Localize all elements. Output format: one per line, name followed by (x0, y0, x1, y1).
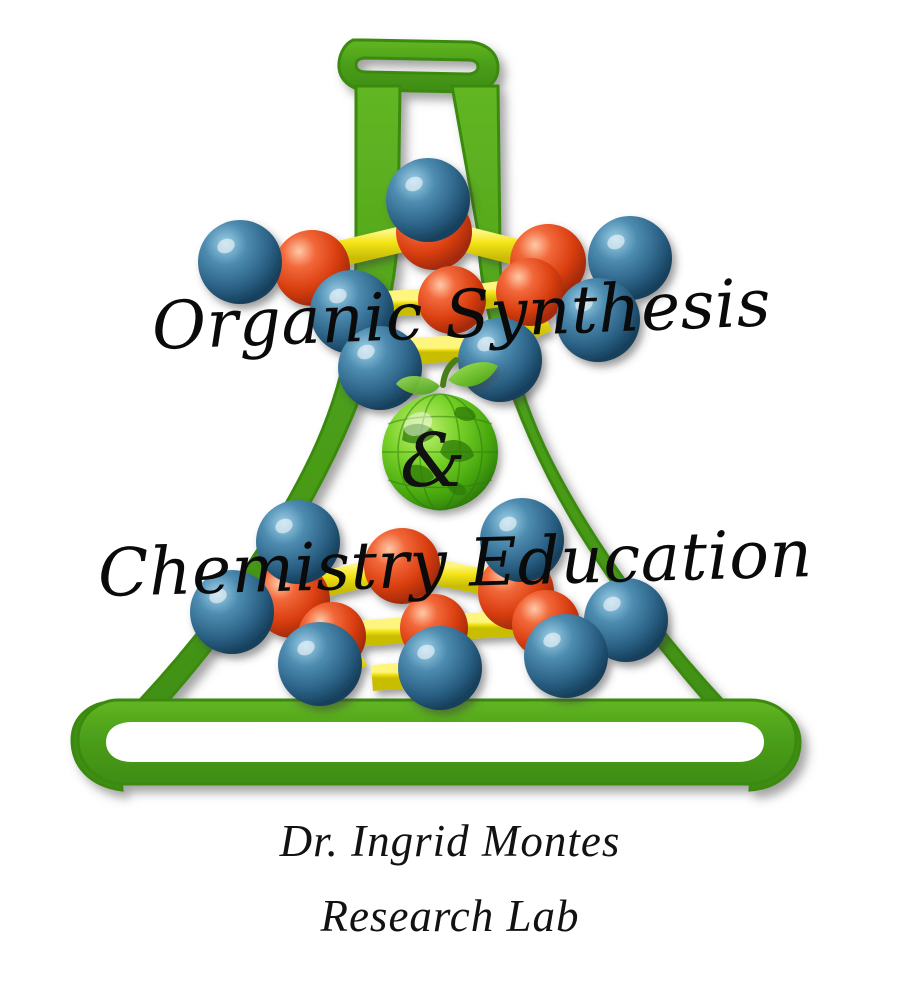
ampersand-symbol: & (400, 418, 467, 504)
credit-line-2: Research Lab (320, 891, 580, 941)
credit-line-1: Dr. Ingrid Montes (279, 816, 621, 866)
